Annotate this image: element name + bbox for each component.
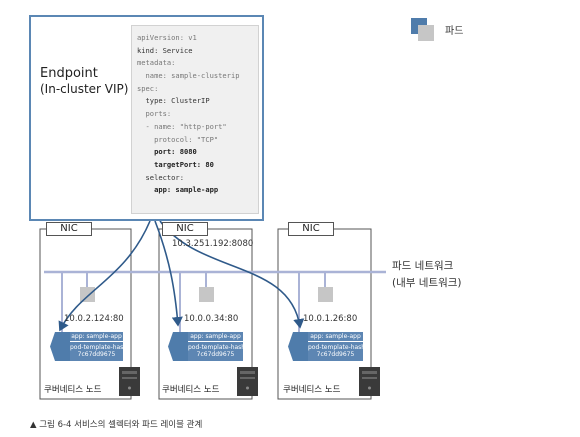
pod-label-app-3: app: sample-app	[310, 333, 361, 340]
pod-network-label: 파드 네트워크	[392, 260, 454, 272]
yaml-line: kind: Service	[137, 45, 193, 55]
yaml-line: app: sample-app	[137, 185, 219, 195]
node-label-2: 쿠버네티스 노드	[162, 385, 220, 395]
pod-label-hash-value-3: 7c67dd9675	[316, 351, 355, 358]
yaml-line: ports:	[137, 109, 172, 119]
nic-tab-1: NIC	[46, 222, 92, 236]
pod-ip-2: 10.0.0.34:80	[184, 314, 239, 324]
yaml-line: name: sample-clusterip	[137, 71, 240, 81]
pod-label-hash-value-2: 7c67dd9675	[196, 351, 235, 358]
nic-tab-2: NIC	[162, 222, 208, 236]
arrow-to-pod-1	[58, 220, 151, 332]
yaml-line: metadata:	[137, 58, 176, 68]
endpoint-title: Endpoint	[40, 66, 98, 81]
node-label-3: 쿠버네티스 노드	[283, 385, 341, 395]
pod-label-hash-value-1: 7c67dd9675	[77, 351, 116, 358]
yaml-line: apiVersion: v1	[137, 33, 197, 42]
service-cluster-ip: 10.3.251.192:8080	[172, 239, 254, 249]
pod-gray-square-3	[318, 287, 333, 302]
arrow-to-pod-3	[159, 220, 305, 329]
pod-label-hash-3: pod-template-hash:	[308, 344, 368, 351]
yaml-line: type: ClusterIP	[137, 96, 210, 106]
pod-ip-3: 10.0.1.26:80	[303, 314, 358, 324]
pod-shape-1	[50, 332, 123, 361]
yaml-line: targetPort: 80	[137, 159, 214, 169]
yaml-line: protocol: "TCP"	[137, 134, 219, 144]
pod-network-sublabel: (내부 네트워크)	[392, 277, 462, 289]
yaml-line: spec:	[137, 83, 159, 93]
yaml-line: selector:	[137, 172, 184, 182]
pod-shape-3	[288, 332, 363, 361]
yaml-line: - name: "http-port"	[137, 121, 227, 131]
legend-label: 파드	[445, 26, 464, 37]
legend-pod-icon	[411, 18, 434, 41]
figure-caption: ▲ 그림 6-4 서비스의 셀렉터와 파드 레이블 관계	[30, 420, 203, 430]
arrow-to-pod-2	[154, 220, 183, 327]
pod-gray-square-1	[80, 287, 95, 302]
pod-label-hash-1: pod-template-hash:	[70, 344, 130, 351]
nic-tab-3: NIC	[288, 222, 334, 236]
node-label-1: 쿠버네티스 노드	[44, 385, 102, 395]
pod-gray-square-2	[199, 287, 214, 302]
pod-shape-2	[168, 332, 243, 361]
server-icon-1	[119, 367, 140, 396]
pod-label-app-1: app: sample-app	[71, 333, 122, 340]
endpoint-subtitle: (In-cluster VIP)	[40, 82, 129, 96]
server-icon-3	[359, 367, 380, 396]
service-yaml: apiVersion: v1 kind: Service metadata: n…	[131, 25, 259, 214]
pod-label-hash-2: pod-template-hash:	[188, 344, 248, 351]
yaml-line: port: 8080	[137, 147, 197, 157]
pod-label-app-2: app: sample-app	[190, 333, 241, 340]
pod-ip-1: 10.0.2.124:80	[64, 314, 124, 324]
server-icon-2	[237, 367, 258, 396]
